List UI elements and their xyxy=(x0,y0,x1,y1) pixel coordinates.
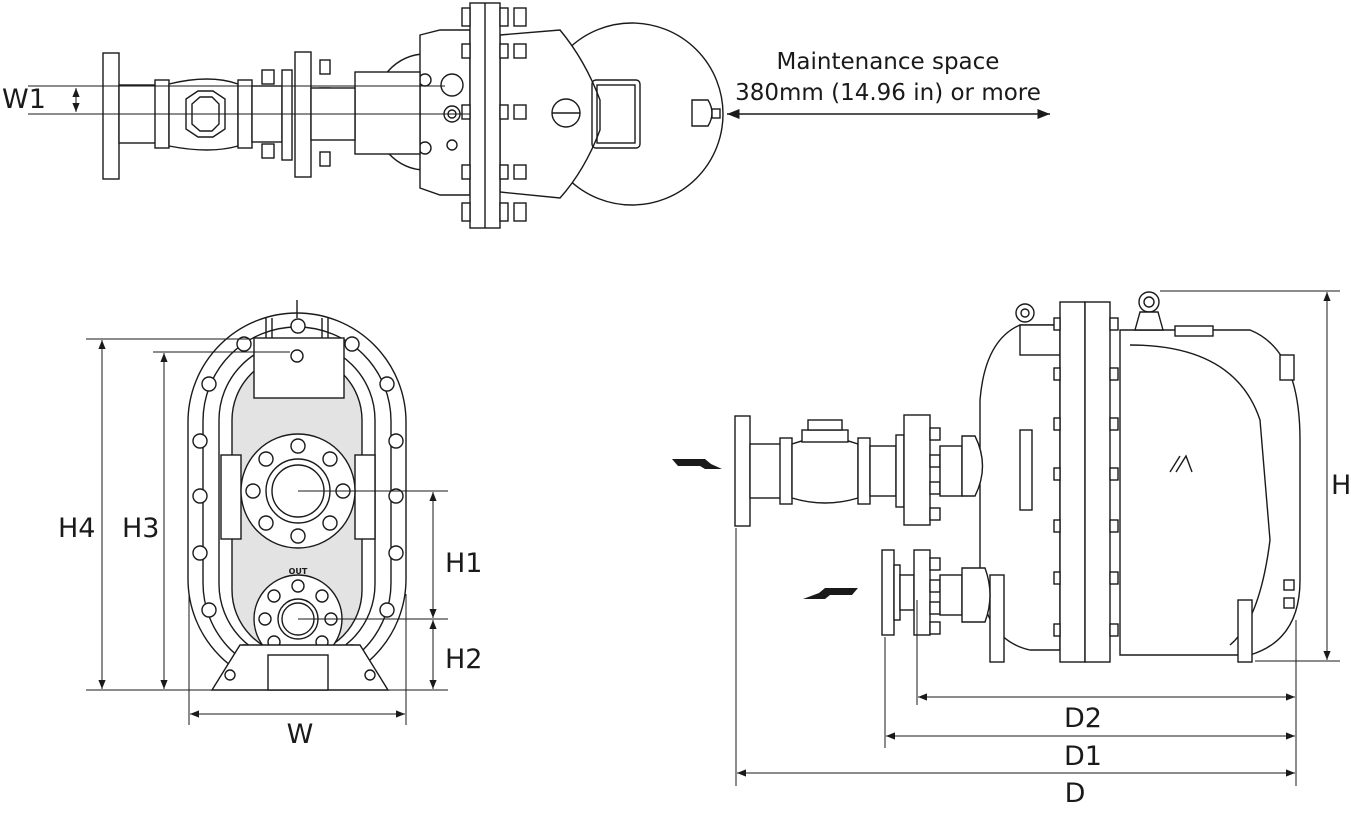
front-flange-bolts xyxy=(192,318,404,660)
inlet-flow-arrow xyxy=(672,459,722,469)
h1-label: H1 xyxy=(445,548,482,579)
maintenance-label-line1: Maintenance space xyxy=(777,49,1000,75)
side-main-flange-a xyxy=(1059,301,1086,663)
outlet-flow-arrow xyxy=(803,588,858,599)
top-cover xyxy=(499,29,601,199)
top-view xyxy=(28,2,724,229)
h-label: H xyxy=(1331,470,1351,501)
d2-label: D2 xyxy=(1064,703,1102,734)
h2-label: H2 xyxy=(445,644,482,675)
side-view xyxy=(672,291,1301,663)
front-view: OUT xyxy=(187,300,407,691)
side-top-plate xyxy=(1174,325,1214,337)
top-inlet-flange xyxy=(102,52,120,180)
top-flange-bolts xyxy=(461,7,527,222)
w-label: W xyxy=(287,719,314,750)
top-gauge-1 xyxy=(440,73,464,97)
h3-label: H3 xyxy=(122,513,159,544)
side-foot-left xyxy=(989,574,1005,663)
side-lifting-eye-left xyxy=(1015,303,1035,323)
side-inlet-flange xyxy=(734,415,751,527)
top-connection-box xyxy=(354,71,421,155)
side-flange-bolts xyxy=(1053,317,1119,637)
top-window xyxy=(596,84,636,144)
side-lifting-eye-right xyxy=(1138,291,1160,313)
side-main-flange-b xyxy=(1084,301,1111,663)
front-inlet-bolts xyxy=(245,438,351,544)
side-outlet-flange xyxy=(881,549,895,636)
outlet-mark: OUT xyxy=(289,567,308,576)
front-top-housing xyxy=(253,337,345,399)
w1-label: W1 xyxy=(2,84,46,115)
top-end-nub xyxy=(691,99,713,127)
side-logo xyxy=(1169,454,1193,473)
side-right-tank xyxy=(1119,329,1301,656)
side-foot-right xyxy=(1237,599,1253,663)
top-window-frame xyxy=(591,79,641,149)
side-inlet-pipe-flange xyxy=(903,414,931,526)
maintenance-label-line2: 380mm (14.96 in) or more xyxy=(735,80,1041,106)
front-dimensions xyxy=(86,338,448,725)
side-strainer xyxy=(791,437,859,504)
side-dimensions xyxy=(735,290,1340,786)
h4-label: H4 xyxy=(58,513,95,544)
d1-label: D1 xyxy=(1064,741,1102,772)
d-label: D xyxy=(1065,778,1086,809)
